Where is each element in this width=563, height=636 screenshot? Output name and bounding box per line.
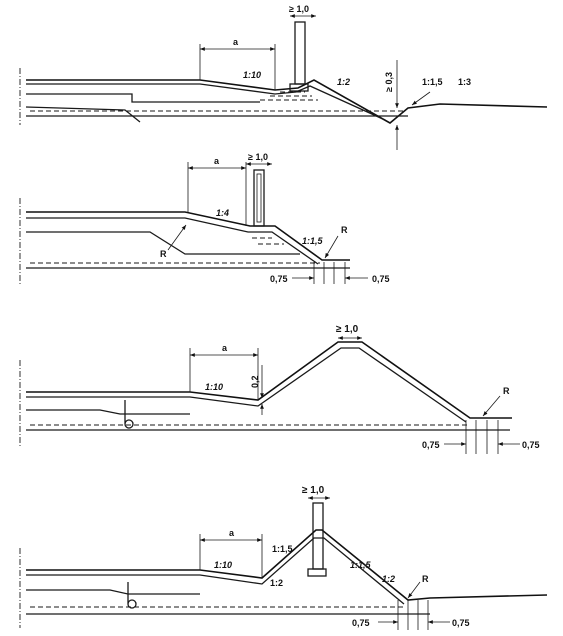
panel-d-layer-1 xyxy=(26,589,200,595)
panel-b-post-inner xyxy=(256,173,262,223)
panel-c-slope-berm-label: 1:10 xyxy=(205,382,223,392)
panel-b-radius-inner-leader xyxy=(167,224,187,251)
panel-b-road-underside xyxy=(26,217,319,265)
panel-b-road-surface xyxy=(26,211,350,261)
panel-d-drain-pipe xyxy=(127,582,137,609)
panel-b-radius-toe-leader xyxy=(324,235,339,259)
panel-b-berm-label: a xyxy=(214,156,220,166)
panel-c-road-underside xyxy=(26,347,467,423)
panel-c-offset-right-label: 0,75 xyxy=(522,440,540,450)
panel-a-crest-label: ≥ 1,0 xyxy=(289,4,309,14)
panel-a-ditch-leader xyxy=(411,91,431,106)
panel-c-step-label: 0,2 xyxy=(250,375,260,388)
panel-a-berm-label: a xyxy=(233,37,239,47)
panel-a-road-underside xyxy=(26,83,386,121)
panel-a-post xyxy=(294,21,306,85)
panel-d-offset-left-label: 0,75 xyxy=(352,618,370,628)
panel-a-slope-outer-label: 1:2 xyxy=(337,77,350,87)
panel-b-offset-right-label: 0,75 xyxy=(372,274,390,284)
panel-b-slope-outer-label: 1:1,5 xyxy=(302,236,324,246)
panel-d-radius-toe-leader xyxy=(407,581,421,599)
panel-a-ditch-slope-inner: 1:1,5 xyxy=(422,77,443,87)
panel-a-slope-berm-label: 1:10 xyxy=(243,70,261,80)
panel-b-radius-inner-label: R xyxy=(160,249,167,259)
panel-d-post-foot xyxy=(307,568,327,577)
panel-a-road-surface xyxy=(26,79,548,124)
panel-c-layer-1 xyxy=(26,409,190,415)
panel-b: a ≥ 1,0 1:4 1:1,5 R R 0,75 0,75 xyxy=(19,152,390,285)
panel-b-radius-toe-label: R xyxy=(341,225,348,235)
panel-a-ditch-slope-outer: 1:3 xyxy=(458,77,471,87)
panel-c-radius-toe-label: R xyxy=(503,386,510,396)
panel-d-offset-right-label: 0,75 xyxy=(452,618,470,628)
panel-d-slope-outer-upper: 1:1,5 xyxy=(350,560,372,570)
panel-b-offset-left-label: 0,75 xyxy=(270,274,288,284)
panel-a-post-foot xyxy=(289,83,309,92)
panel-d-berm-label: a xyxy=(229,528,235,538)
panel-b-layer-1 xyxy=(26,231,300,255)
panel-d: a ≥ 1,0 1:10 1:1,5 1:2 1:1,5 1:2 R 0,75 … xyxy=(19,485,548,630)
panel-d-radius-toe-label: R xyxy=(422,574,429,584)
panel-a-layer-1 xyxy=(26,93,260,103)
panel-c-offset-left-label: 0,75 xyxy=(422,440,440,450)
panel-a-layer-2 xyxy=(25,106,141,123)
panel-d-slope-inner-lower: 1:2 xyxy=(270,578,283,588)
panel-d-road-underside xyxy=(26,537,405,605)
panel-a-ditch-depth-label: ≥ 0,3 xyxy=(384,72,394,92)
panel-b-post xyxy=(253,169,265,227)
panel-b-crest-label: ≥ 1,0 xyxy=(248,152,268,162)
panel-c-crest-label: ≥ 1,0 xyxy=(336,324,359,335)
panel-b-slope-berm-label: 1:4 xyxy=(216,208,229,218)
panel-c-road-surface xyxy=(26,341,512,419)
panel-d-crest-label: ≥ 1,0 xyxy=(302,485,325,496)
panel-d-slope-outer-lower: 1:2 xyxy=(382,574,395,584)
panel-c-drain-pipe xyxy=(124,400,134,429)
panel-c: a ≥ 1,0 1:10 0,2 R 0,75 0,75 xyxy=(19,324,540,454)
panel-a: a ≥ 1,0 1:10 1:2 ≥ 0,3 1:1,5 1:3 xyxy=(19,4,548,150)
panel-d-road-surface xyxy=(26,529,548,601)
panel-d-slope-inner-upper: 1:1,5 xyxy=(272,544,293,554)
panel-c-radius-toe-leader xyxy=(482,395,501,417)
panel-d-post xyxy=(312,502,324,570)
panel-c-berm-label: a xyxy=(222,343,228,353)
panel-d-slope-berm-label: 1:10 xyxy=(214,560,232,570)
